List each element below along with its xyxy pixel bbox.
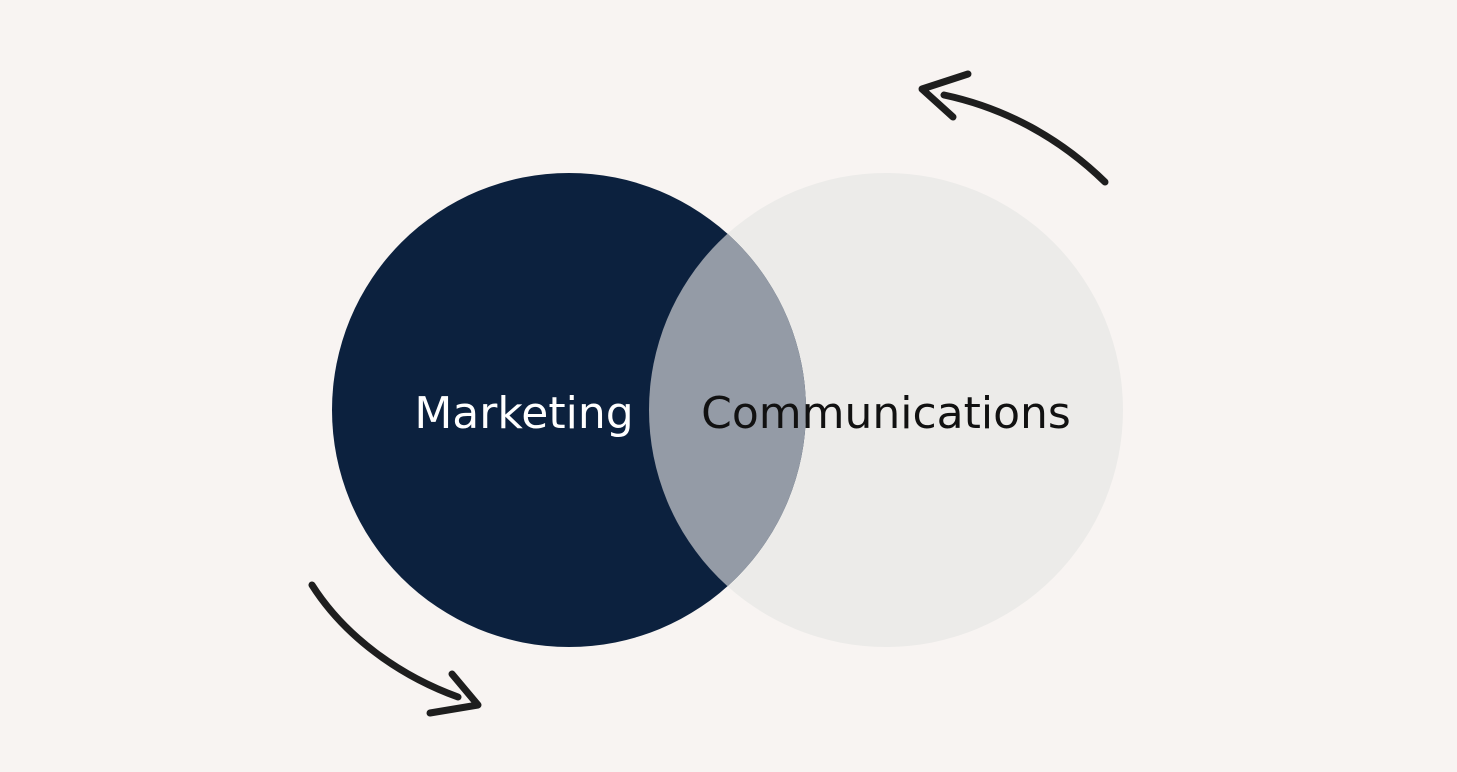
curved-arrow-icon bbox=[918, 70, 1109, 186]
label-marketing: Marketing bbox=[414, 388, 633, 439]
overlap-region bbox=[649, 173, 806, 647]
curved-arrow-icon bbox=[308, 581, 482, 717]
label-communications: Communications bbox=[701, 388, 1071, 439]
